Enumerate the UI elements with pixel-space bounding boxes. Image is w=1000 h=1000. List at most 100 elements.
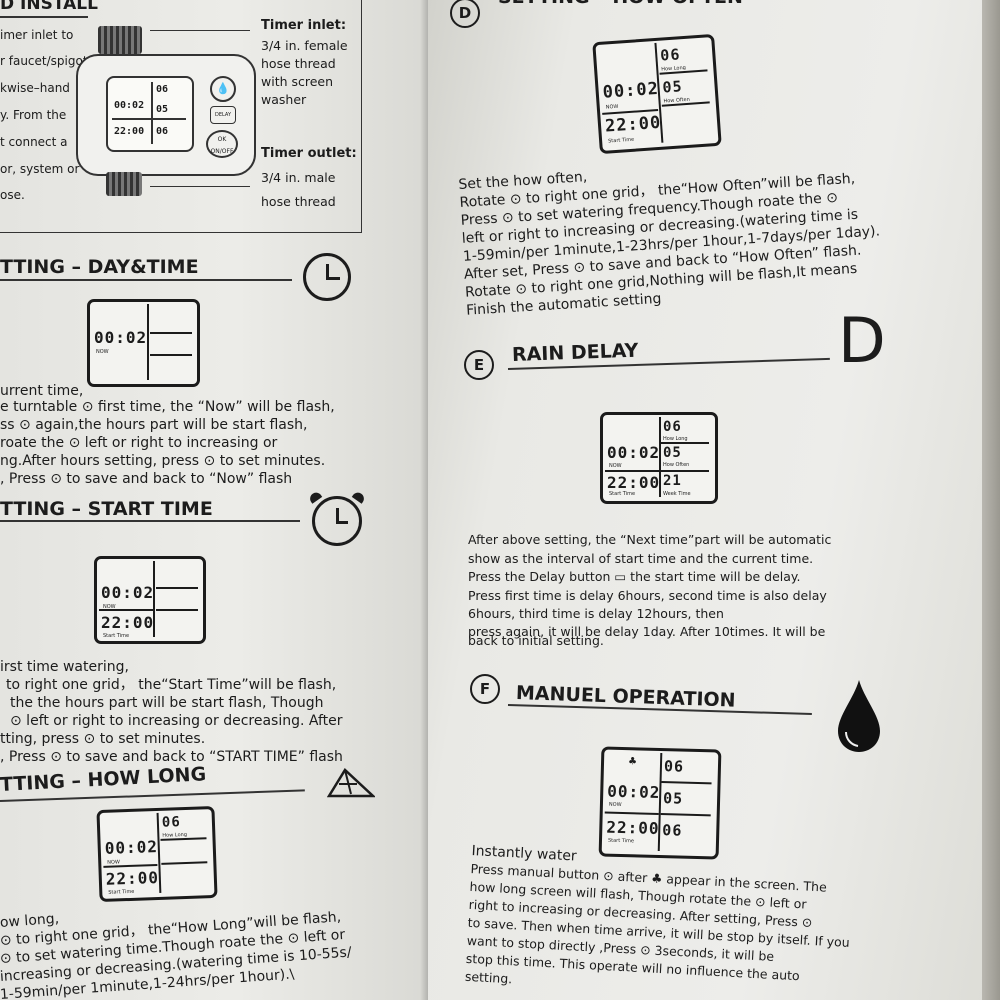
delay-button[interactable]: DELAY: [210, 106, 236, 124]
lcd-start-label: Start Time: [607, 136, 635, 145]
inlet-line: 3/4 in. female: [261, 38, 348, 53]
install-line: t connect a: [0, 135, 68, 149]
lcd-divider: [147, 304, 149, 380]
start-time-rule: [0, 520, 300, 522]
section-d-marker: D: [450, 0, 480, 28]
outlet-line: 3/4 in. male: [261, 170, 336, 185]
lcd-time: 00:02: [607, 443, 661, 462]
sprinkler-icon: ♣: [627, 756, 638, 768]
section-f-marker: F: [470, 674, 500, 704]
lcd-start-label: Start Time: [103, 633, 130, 639]
lcd-start: 22:00: [105, 867, 160, 889]
start-time-heading: TTING – START TIME: [0, 498, 213, 520]
lcd-time: 00:02: [602, 78, 660, 103]
inlet-line: hose thread: [261, 56, 336, 71]
section-e-line: Press the Delay button ▭ the start time …: [468, 569, 801, 584]
lcd-low: 06: [662, 821, 683, 840]
outlet-connector: [106, 172, 142, 196]
lcd-divider: [161, 861, 208, 865]
lcd-now-label: NOW: [608, 801, 622, 808]
day-time-line: e turntable ⊙ first time, the “Now” will…: [0, 399, 335, 415]
start-time-line: , Press ⊙ to save and back to “START TIM…: [0, 749, 343, 765]
lcd-now-label: NOW: [605, 103, 619, 111]
section-e-line: show as the interval of start time and t…: [468, 551, 814, 566]
device-screen-mid: 05: [156, 104, 169, 115]
lcd-divider: [659, 417, 661, 497]
ok-onoff-button[interactable]: OK ON/OFF: [206, 130, 238, 158]
inlet-connector: [98, 26, 142, 54]
inlet-line: with screen: [261, 74, 334, 89]
section-e-line: Press first time is delay 6hours, second…: [468, 588, 827, 603]
day-time-line: urrent time,: [0, 383, 84, 399]
inlet-line: washer: [261, 92, 307, 107]
lcd-divider: [661, 442, 709, 444]
lcd-now-label: NOW: [96, 349, 109, 355]
lcd-divider: [153, 561, 155, 637]
outlet-title: Timer outlet:: [261, 146, 357, 161]
section-e-line: press again, it will be delay 1day. Afte…: [468, 624, 826, 639]
lcd-start: 22:00: [606, 817, 660, 838]
start-time-line: the the hours part will be start flash, …: [10, 695, 324, 711]
day-time-heading: TTING – DAY&TIME: [0, 256, 199, 278]
manual-water-button[interactable]: 💧: [210, 76, 236, 102]
left-page: D INSTALL imer inlet to r faucet/spigot …: [0, 0, 430, 1000]
lcd-day-time: 00:02 NOW: [87, 299, 200, 387]
lcd-howoften-label: How Often: [663, 462, 690, 468]
start-time-line: ⊙ left or right to increasing or decreas…: [10, 713, 343, 729]
timer-device-illustration: 00:02 22:00 06 05 06 💧 DELAY OK ON/OFF: [76, 26, 256, 196]
lcd-divider: [604, 811, 659, 815]
lcd-now-label: NOW: [609, 463, 622, 469]
device-screen-top: 06: [156, 84, 169, 95]
water-drop-icon: [836, 678, 882, 754]
clock-icon: [303, 253, 351, 301]
table-edge: [982, 0, 1000, 1000]
start-time-line: to right one grid， the“Start Time”will b…: [6, 677, 337, 693]
lcd-divider: [150, 332, 192, 334]
install-line: imer inlet to: [0, 28, 74, 42]
lcd-top: 06: [663, 757, 685, 776]
lcd-start-label: Start Time: [108, 888, 135, 896]
section-e-marker: E: [464, 350, 494, 380]
section-d-heading: SETTING – HOW OFTEN: [498, 0, 743, 8]
day-time-line: ng.After hours setting, press ⊙ to set m…: [0, 453, 326, 469]
install-line: or, system or: [0, 162, 80, 176]
section-e-heading: RAIN DELAY: [511, 339, 639, 366]
lcd-mid: 05: [663, 445, 682, 461]
lcd-start-label: Start Time: [607, 837, 635, 845]
lcd-time: 00:02: [101, 583, 155, 602]
section-e-line: 6hours, third time is delay 12hours, the…: [468, 606, 724, 621]
hourglass-icon: [326, 766, 377, 800]
install-line: y. From the: [0, 108, 67, 122]
lcd-top: 06: [659, 45, 681, 65]
section-f-text-block: Instantly water Press manual button ⊙ af…: [464, 842, 853, 1000]
lcd-mid: 05: [661, 77, 684, 97]
lcd-week-label: Week Time: [663, 491, 691, 497]
day-time-line: roate the ⊙ left or right to increasing …: [0, 435, 278, 451]
lcd-divider: [150, 354, 192, 356]
lcd-start: 22:00: [101, 613, 155, 632]
lcd-divider: [160, 837, 207, 841]
lcd-mid: 05: [662, 789, 684, 808]
lcd-divider: [99, 609, 153, 611]
install-heading: D INSTALL: [0, 0, 98, 14]
lcd-low: 21: [663, 473, 682, 489]
lcd-start-time: 00:02 NOW 22:00 Start Time: [94, 556, 206, 644]
lcd-manual: ♣ 06 00:02 NOW 05 22:00 Start Time 06: [598, 746, 722, 860]
section-d-big-letter: D: [838, 304, 886, 377]
device-screen-week: 06: [156, 126, 169, 137]
lcd-divider: [660, 813, 711, 817]
inlet-pointer-line: [150, 30, 250, 31]
day-time-line: , Press ⊙ to save and back to “Now” flas…: [0, 471, 293, 487]
outlet-line: hose thread: [261, 194, 336, 209]
section-e-line: back to initial setting.: [468, 633, 604, 648]
lcd-divider: [156, 609, 198, 611]
lcd-divider: [661, 470, 709, 472]
right-page: D SETTING – HOW OFTEN 06 How Long 00:02 …: [428, 0, 1000, 1000]
lcd-divider: [605, 470, 659, 472]
install-line: ose.: [0, 188, 25, 202]
section-d-text-block: Set the how often, Rotate ⊙ to right one…: [458, 150, 884, 319]
how-long-heading: TTING – HOW LONG: [0, 763, 207, 796]
lcd-how-often: 06 How Long 00:02 NOW 05 How Often 22:00…: [592, 33, 722, 155]
lcd-divider: [661, 781, 712, 785]
day-time-line: ss ⊙ again,the hours part will be start …: [0, 417, 308, 433]
